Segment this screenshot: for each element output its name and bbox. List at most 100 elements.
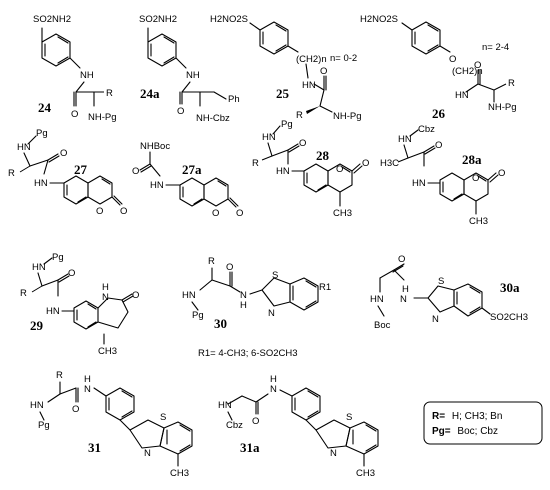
label-26: 26 <box>432 106 446 121</box>
svg-text:O: O <box>498 168 505 179</box>
svg-text:R: R <box>106 88 113 99</box>
r1-definition: R1= 4-CH3; 6-SO2CH3 <box>198 348 298 359</box>
svg-text:O: O <box>252 416 259 427</box>
svg-text:O: O <box>71 109 78 120</box>
svg-text:S: S <box>272 270 278 281</box>
svg-text:O: O <box>435 140 442 151</box>
label-27a: 27a <box>182 162 202 177</box>
svg-text:Cbz: Cbz <box>418 124 435 135</box>
svg-text:O: O <box>60 148 67 159</box>
svg-text:O: O <box>120 206 127 217</box>
svg-text:H: H <box>240 300 247 311</box>
svg-text:N: N <box>84 384 91 395</box>
svg-text:O: O <box>177 106 184 117</box>
svg-text:O: O <box>398 254 405 265</box>
svg-text:HN: HN <box>34 178 48 189</box>
compound-30a: O HN Boc N H S N SO2CH3 30a <box>370 254 528 331</box>
svg-text:O: O <box>472 173 479 184</box>
label-25: 25 <box>276 86 290 101</box>
svg-text:HN: HN <box>150 180 164 191</box>
svg-text:Pg= Boc; Cbz: Pg= Boc; Cbz <box>432 426 498 437</box>
svg-text:S: S <box>346 412 352 423</box>
label-29: 29 <box>30 318 44 333</box>
svg-text:Pg: Pg <box>36 128 48 139</box>
label-31: 31 <box>88 440 101 455</box>
svg-text:NHBoc: NHBoc <box>140 141 170 152</box>
svg-text:(CH2)n: (CH2)n <box>452 66 483 77</box>
svg-text:H: H <box>270 374 277 385</box>
legend-pg-key: Pg= <box>432 426 451 437</box>
label-30a: 30a <box>500 280 520 295</box>
svg-text:NH-Pg: NH-Pg <box>333 111 362 122</box>
svg-text:O: O <box>449 54 456 65</box>
svg-text:O: O <box>132 166 139 177</box>
svg-text:HN: HN <box>398 134 412 145</box>
svg-text:Pg: Pg <box>192 310 204 321</box>
svg-text:HN: HN <box>412 178 426 189</box>
svg-text:O: O <box>226 262 233 273</box>
compound-28a: HN Cbz H3C O HN O O CH3 28a <box>380 124 505 227</box>
svg-text:NH-Cbz: NH-Cbz <box>196 113 230 124</box>
svg-text:R: R <box>8 168 15 179</box>
svg-text:S: S <box>438 276 444 287</box>
svg-text:O: O <box>72 404 79 415</box>
compound-26: H2NO2S O (CH2)n n= 2-4 HN O R NH-Pg 26 <box>360 14 517 121</box>
svg-text:CH3: CH3 <box>170 468 189 479</box>
compound-24a: SO2NH2 NH O Ph NH-Cbz 24a <box>139 14 240 124</box>
compound-30: R HN Pg O N H S N R1 30 R1= 4-CH3; 6-SO2… <box>182 256 331 359</box>
svg-text:O: O <box>362 158 369 169</box>
svg-text:R: R <box>208 256 215 267</box>
svg-text:R: R <box>56 370 63 381</box>
svg-text:HN: HN <box>30 400 44 411</box>
svg-text:R: R <box>508 78 515 89</box>
h2no2s-26: H2NO2S <box>360 14 398 25</box>
svg-text:HN: HN <box>17 142 31 153</box>
compound-27a: NHBoc O HN O O 27a <box>132 141 243 219</box>
svg-text:N: N <box>400 294 407 305</box>
svg-text:N: N <box>330 448 337 459</box>
svg-text:Pg: Pg <box>281 119 293 130</box>
svg-text:O: O <box>68 268 75 279</box>
svg-text:CH3: CH3 <box>469 216 488 227</box>
svg-text:N: N <box>268 308 275 319</box>
svg-text:Ph: Ph <box>228 94 240 105</box>
svg-text:NH-Pg: NH-Pg <box>88 112 117 123</box>
so2nh2-24: SO2NH2 <box>33 14 71 25</box>
svg-text:H: H <box>102 282 109 293</box>
svg-text:O: O <box>320 66 327 77</box>
svg-text:Pg: Pg <box>52 252 64 263</box>
svg-text:HN: HN <box>262 132 276 143</box>
svg-text:H3C: H3C <box>380 158 399 169</box>
svg-text:S: S <box>160 412 166 423</box>
svg-text:CH3: CH3 <box>98 346 117 357</box>
svg-text:R1: R1 <box>319 282 331 293</box>
svg-text:n= 2-4: n= 2-4 <box>482 42 509 53</box>
svg-text:H: H <box>84 374 91 385</box>
compound-28: HN Pg R O HN O O CH3 28 <box>252 119 369 219</box>
svg-text:HN: HN <box>218 400 232 411</box>
svg-text:Cbz: Cbz <box>226 420 243 431</box>
svg-text:O: O <box>236 208 243 219</box>
compound-25: H2NO2S (CH2)n n= 0-2 HN O R NH-Pg 25 <box>210 14 362 122</box>
h2no2s-25: H2NO2S <box>210 14 248 25</box>
legend-box <box>423 401 543 445</box>
svg-text:O: O <box>299 138 306 149</box>
label-31a: 31a <box>240 440 260 455</box>
label-30: 30 <box>214 316 227 331</box>
svg-text:O: O <box>474 60 481 71</box>
svg-text:H: H <box>402 284 409 295</box>
svg-text:NH-Pg: NH-Pg <box>488 102 517 113</box>
so2nh2-24a: SO2NH2 <box>139 14 177 25</box>
compound-24: SO2NH2 NH O R NH-Pg 24 <box>33 14 117 123</box>
svg-text:CH3: CH3 <box>333 208 352 219</box>
svg-text:(CH2)n: (CH2)n <box>296 54 327 65</box>
svg-text:O: O <box>336 164 343 175</box>
svg-text:HN: HN <box>370 294 384 305</box>
svg-text:HN: HN <box>46 306 60 317</box>
svg-text:CH3: CH3 <box>356 468 375 479</box>
svg-text:HN: HN <box>455 90 469 101</box>
svg-text:SO2CH3: SO2CH3 <box>490 312 528 323</box>
svg-text:HN: HN <box>32 262 46 273</box>
svg-text:HN: HN <box>302 80 316 91</box>
svg-text:HN: HN <box>276 166 290 177</box>
